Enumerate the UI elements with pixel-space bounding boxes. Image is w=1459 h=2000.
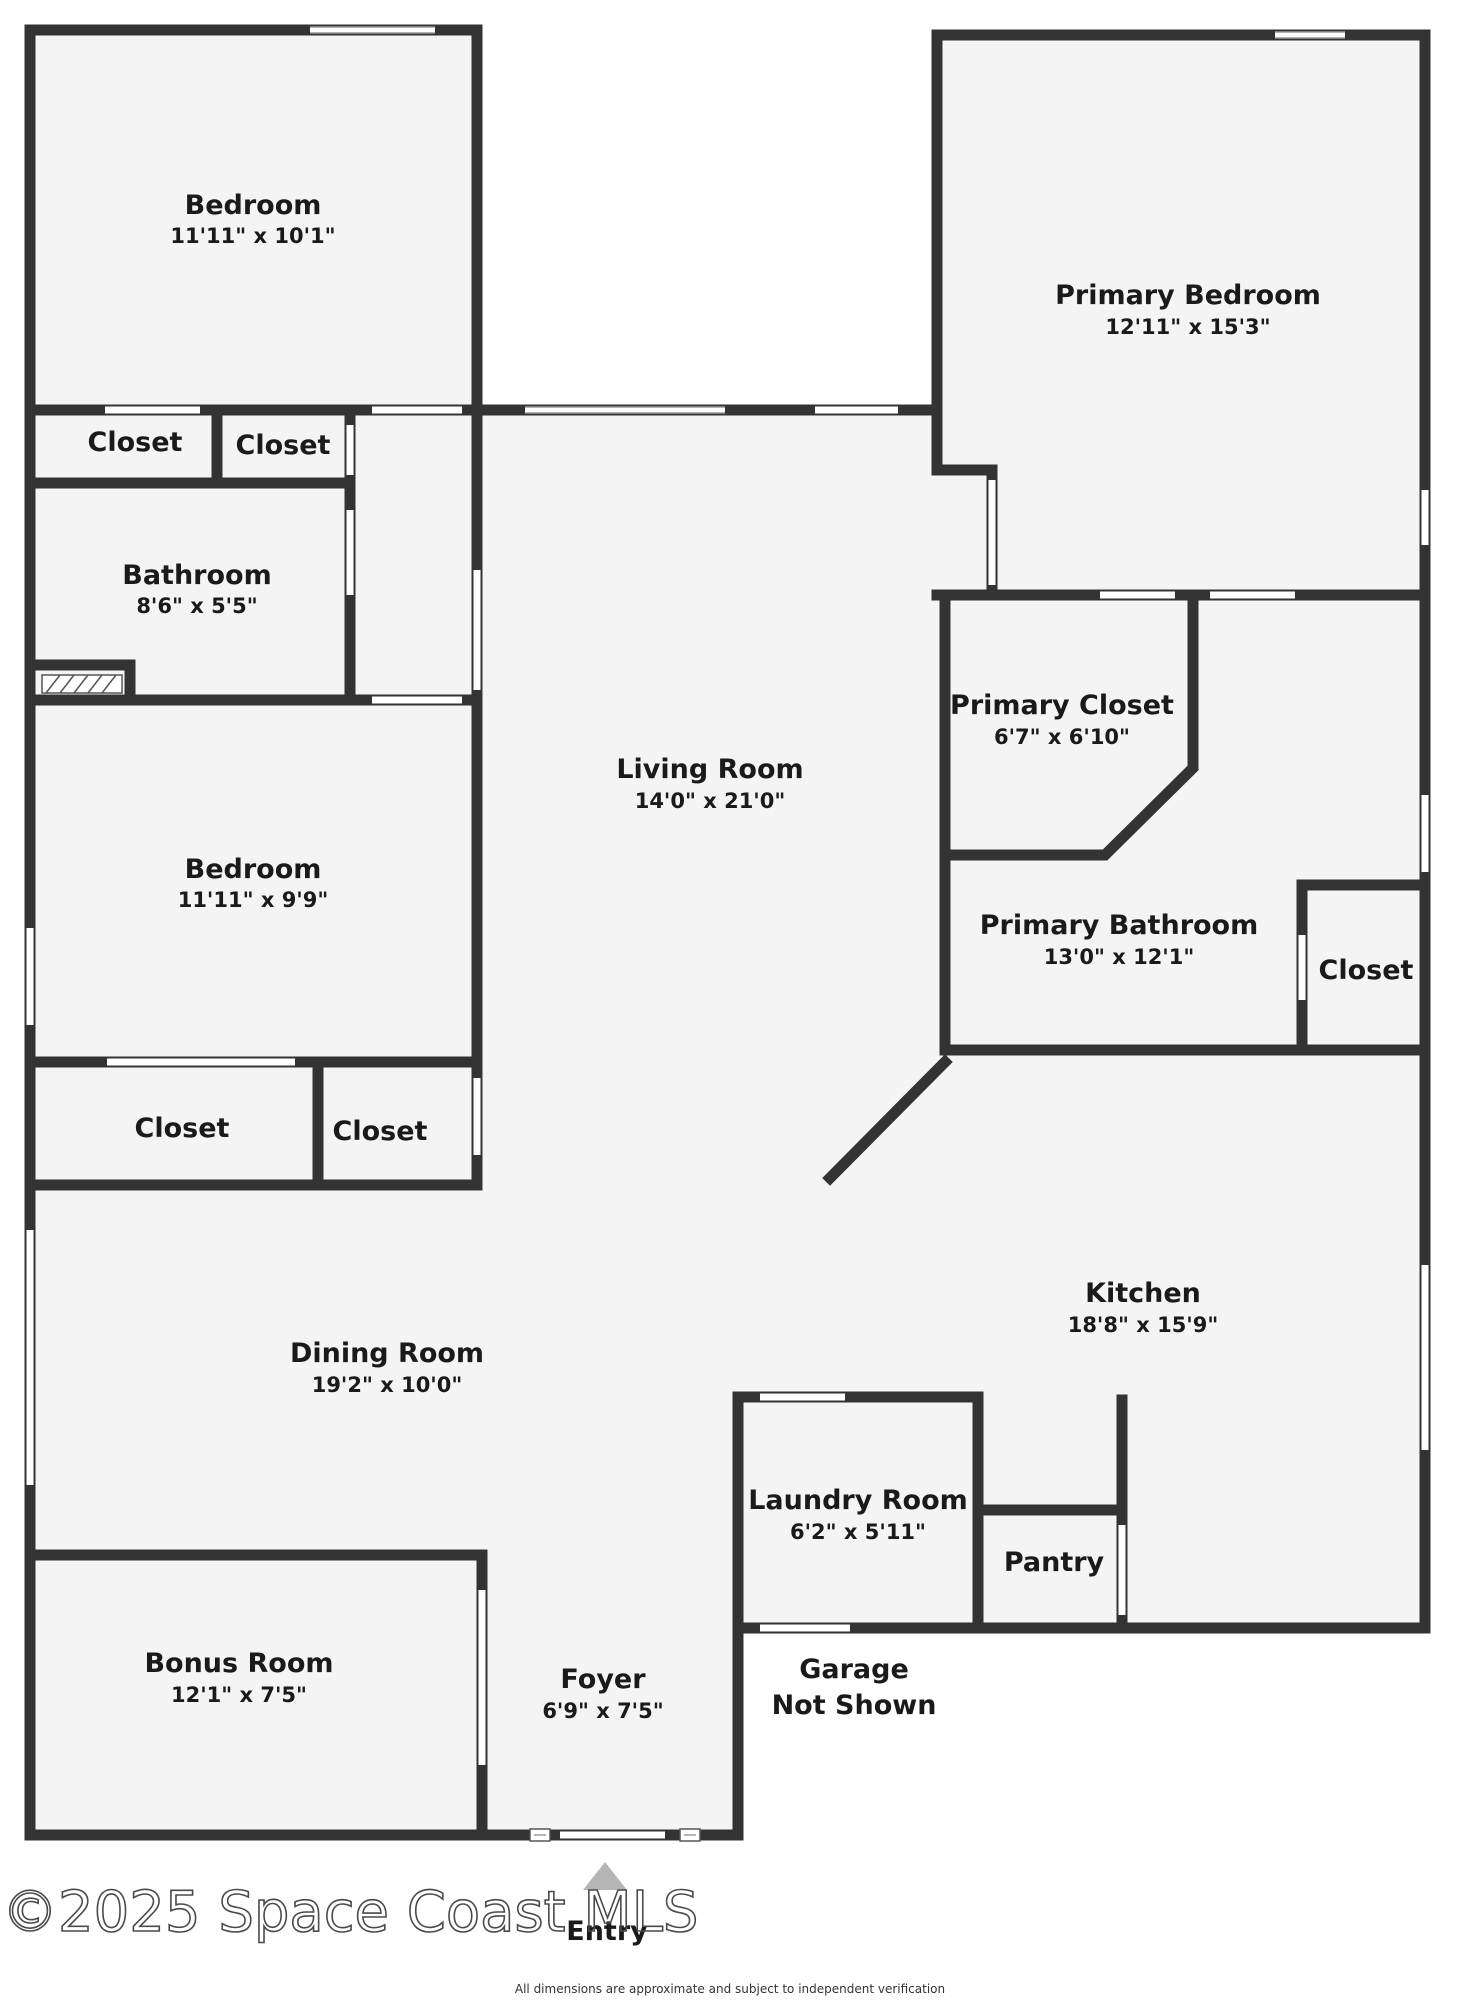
bedroom-1-dims: 11'11" x 10'1" [170,224,335,248]
dining-room-dims: 19'2" x 10'0" [312,1373,463,1397]
primary-bedroom-dims: 12'11" x 15'3" [1105,315,1270,339]
living-room-dims: 14'0" x 21'0" [635,789,786,813]
floor-fill [35,35,1421,1835]
bonus-room-dims: 12'1" x 7'5" [171,1683,307,1707]
bedroom-2-name: Bedroom [185,854,322,885]
primary-closet-name: Primary Closet [950,690,1174,721]
bathroom-name: Bathroom [122,560,271,591]
windows [26,26,1429,1842]
entry-label: Entry [566,1916,648,1947]
bedroom-2-dims: 11'11" x 9'9" [178,888,329,912]
closet-3-name: Closet [135,1113,230,1144]
primary-closet-dims: 6'7" x 6'10" [994,725,1130,749]
closet-2-name: Closet [236,430,331,461]
bedroom-1-name: Bedroom [185,190,322,221]
dining-room-name: Dining Room [290,1338,484,1369]
entry-arrow-icon [583,1862,627,1890]
disclaimer: All dimensions are approximate and subje… [515,1982,945,1996]
closet-4-name: Closet [333,1116,428,1147]
watermark: ©2025 Space Coast MLS [2,1880,698,1945]
room-labels: Bedroom 11'11" x 10'1" Closet Closet Bat… [88,190,1414,1723]
primary-bathroom-name: Primary Bathroom [980,910,1259,941]
bonus-room-name: Bonus Room [144,1648,333,1679]
garage-label-line2: Not Shown [772,1690,937,1721]
primary-bathroom-dims: 13'0" x 12'1" [1044,945,1195,969]
bathroom-dims: 8'6" x 5'5" [136,594,257,618]
laundry-room-name: Laundry Room [748,1485,968,1516]
foyer-dims: 6'9" x 7'5" [542,1699,663,1723]
entry-marker: Entry [566,1862,648,1947]
closet-5-name: Closet [1319,955,1414,986]
closet-1-name: Closet [88,427,183,458]
kitchen-dims: 18'8" x 15'9" [1068,1313,1219,1337]
garage-label-line1: Garage [799,1654,909,1685]
primary-bedroom-name: Primary Bedroom [1055,280,1321,311]
living-room-name: Living Room [616,754,803,785]
vent-hatch [41,674,123,694]
foyer-name: Foyer [560,1664,646,1695]
kitchen-name: Kitchen [1085,1278,1201,1309]
pantry-name: Pantry [1004,1547,1105,1578]
laundry-room-dims: 6'2" x 5'11" [790,1520,926,1544]
